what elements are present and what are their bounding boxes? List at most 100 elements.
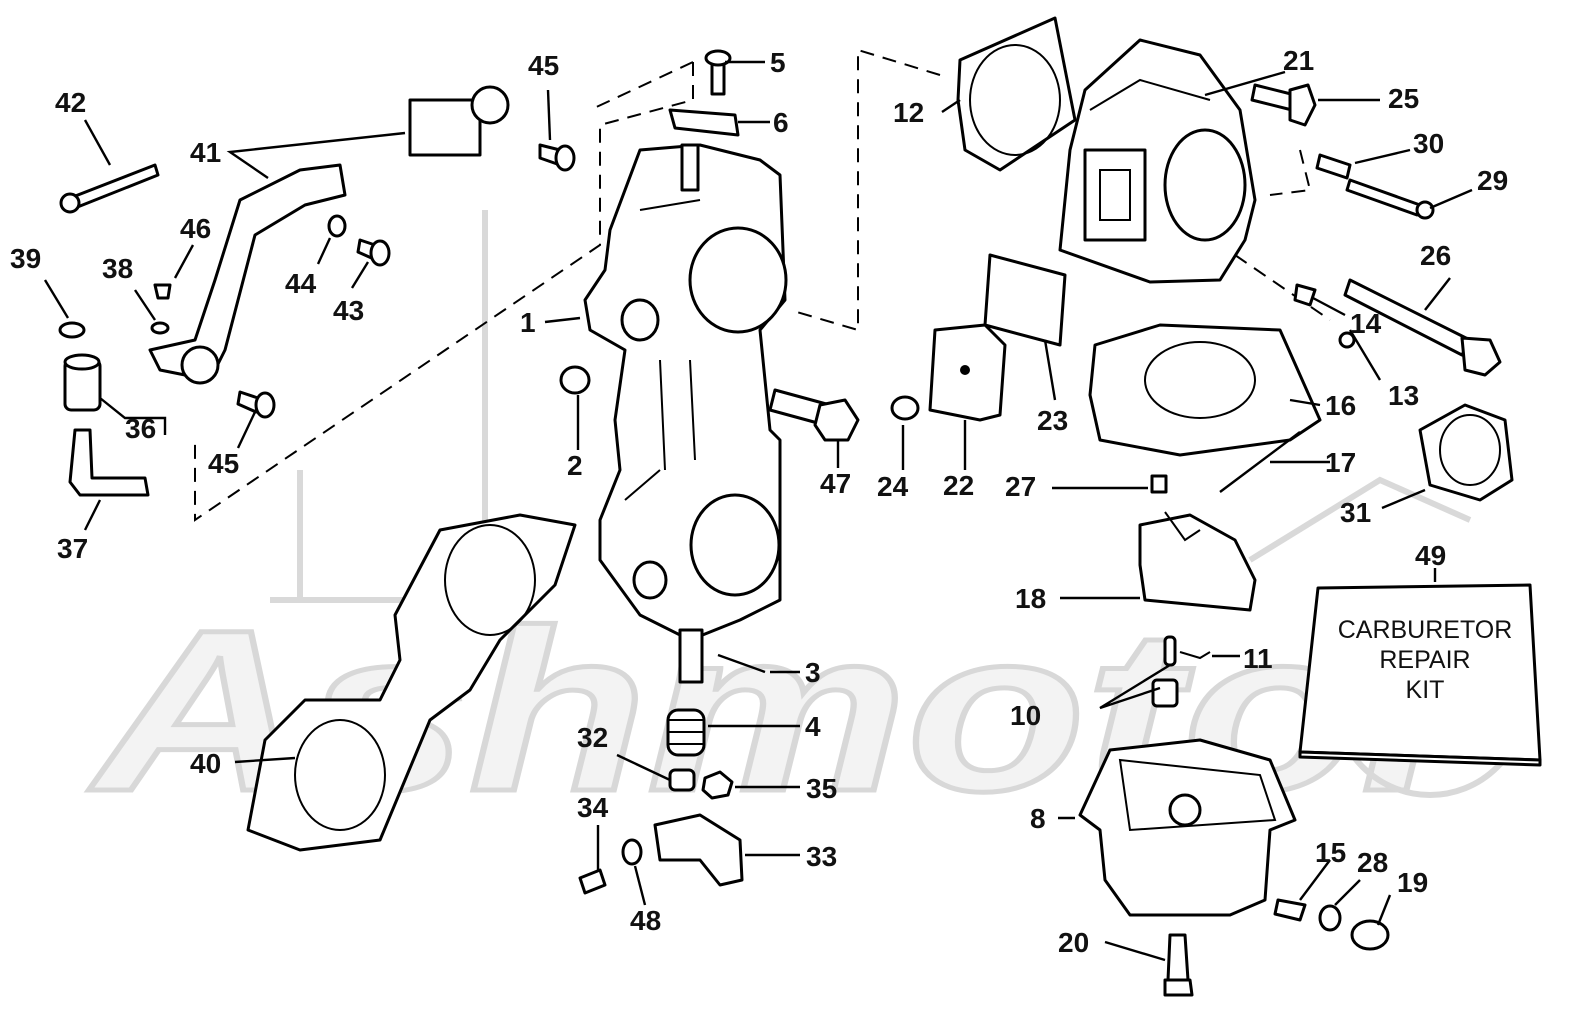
- washer-28: [1318, 904, 1342, 932]
- callout-23: 23: [1037, 405, 1068, 436]
- leader-lines: [43, 60, 1473, 962]
- washer-38: [150, 321, 170, 335]
- callout-8: 8: [1030, 803, 1046, 834]
- carburetor-body: [583, 143, 788, 684]
- repair-kit-box: CARBURETOR REPAIR KIT: [1298, 583, 1542, 767]
- repair-kit-line3: KIT: [1406, 676, 1445, 704]
- callout-30: 30: [1413, 128, 1444, 159]
- dashed-group-lines: [194, 48, 1331, 522]
- callout-28: 28: [1357, 847, 1388, 878]
- screw-29: [1345, 178, 1435, 220]
- watermark-bike: [1248, 476, 1472, 563]
- callout-29: 29: [1477, 165, 1508, 196]
- screw-24: [890, 395, 920, 421]
- washer-39: [58, 321, 86, 339]
- plug-13: [1338, 331, 1356, 349]
- callout-17: 17: [1325, 447, 1356, 478]
- gasket-top: [956, 16, 1077, 172]
- callout-43: 43: [333, 295, 364, 326]
- callout-19: 19: [1397, 867, 1428, 898]
- screw-20: [1163, 933, 1194, 997]
- bolt-47: [768, 388, 860, 442]
- screw-46: [153, 283, 172, 300]
- callout-14: 14: [1350, 308, 1382, 339]
- jet-14: [1293, 283, 1317, 307]
- washer-48: [621, 838, 643, 866]
- callout-41: 41: [190, 137, 221, 168]
- callout-24: 24: [877, 471, 909, 502]
- washer-44: [327, 214, 347, 238]
- callout-34: 34: [577, 792, 609, 823]
- bushing-32: [668, 768, 696, 792]
- plug-2: [559, 365, 591, 395]
- callout-36: 36: [125, 413, 156, 444]
- callout-35: 35: [806, 773, 837, 804]
- callout-40: 40: [190, 748, 221, 779]
- float-bowl: [1078, 738, 1297, 917]
- callout-26: 26: [1420, 240, 1451, 271]
- callout-49: 49: [1415, 540, 1446, 571]
- callout-21: 21: [1283, 45, 1314, 76]
- callout-47: 47: [820, 468, 851, 499]
- callout-4: 4: [805, 711, 821, 742]
- callout-48: 48: [630, 905, 661, 936]
- callout-16: 16: [1325, 390, 1356, 421]
- callout-46: 46: [180, 213, 211, 244]
- screw-26: [1343, 278, 1502, 377]
- pin-3: [717, 653, 766, 674]
- callout-32: 32: [577, 722, 608, 753]
- callout-33: 33: [806, 841, 837, 872]
- screw-45a: [538, 143, 576, 172]
- callout-20: 20: [1058, 927, 1089, 958]
- fitting-31: [1418, 403, 1514, 502]
- screw-5: [704, 49, 732, 96]
- callout-13: 13: [1388, 380, 1419, 411]
- gasket-40: [246, 513, 577, 852]
- screw-27: [1150, 474, 1168, 494]
- callout-27: 27: [1005, 471, 1036, 502]
- repair-kit-line1: CARBURETOR: [1338, 616, 1513, 644]
- callout-39: 39: [10, 243, 41, 274]
- callout-42: 42: [55, 87, 86, 118]
- callout-1: 1: [520, 307, 536, 338]
- callout-6: 6: [773, 107, 789, 138]
- plate-6: [668, 108, 740, 137]
- gasket-23: [983, 253, 1067, 347]
- plate-22: [928, 323, 1007, 422]
- callout-31: 31: [1340, 497, 1371, 528]
- callout-3: 3: [805, 657, 821, 688]
- screw-45b: [236, 390, 276, 419]
- callout-25: 25: [1388, 83, 1419, 114]
- screw-42: [59, 163, 160, 214]
- screw-15: [1273, 898, 1307, 922]
- screw-34: [578, 868, 607, 895]
- callout-11: 11: [1243, 643, 1273, 674]
- rod-17: [1219, 431, 1301, 493]
- callout-5: 5: [770, 47, 786, 78]
- bushing-36: [63, 353, 102, 412]
- screw-30: [1315, 153, 1352, 180]
- callout-15: 15: [1315, 837, 1346, 868]
- clip-11: [1179, 651, 1211, 660]
- callout-38: 38: [102, 253, 133, 284]
- callout-10: 10: [1010, 700, 1041, 731]
- throttle-lever: [148, 85, 510, 385]
- clip-33: [653, 813, 744, 887]
- callout-12: 12: [893, 97, 924, 128]
- screw-43: [356, 238, 391, 267]
- float: [1138, 511, 1257, 612]
- callout-37: 37: [57, 533, 88, 564]
- callout-2: 2: [567, 450, 583, 481]
- nut-35: [701, 770, 734, 800]
- callout-22: 22: [943, 470, 974, 501]
- callout-45-top: 45: [528, 50, 559, 81]
- spring-4: [666, 708, 706, 757]
- bolt-25: [1250, 83, 1317, 127]
- callout-labels: 1 2 3 4 5 6 8 10 11 12 13 14 15 16 17 18…: [10, 45, 1508, 958]
- gasket-16: [1088, 323, 1322, 457]
- needle-10: [1151, 635, 1179, 708]
- callout-44: 44: [285, 268, 317, 299]
- plug-19: [1350, 919, 1390, 951]
- callout-18: 18: [1015, 583, 1046, 614]
